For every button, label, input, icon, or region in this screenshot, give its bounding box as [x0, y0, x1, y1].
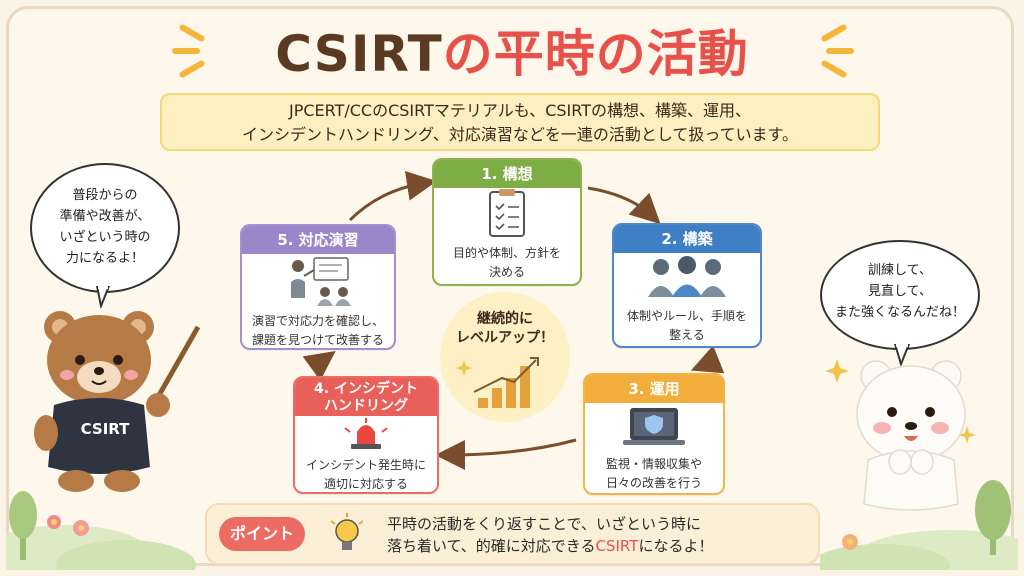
- white-bear-mascot-icon: [825, 359, 976, 511]
- intro-line2: インシデントハンドリング、対応演習などを一連の活動として扱っています。: [241, 125, 798, 144]
- intro-box: JPCERT/CCのCSIRTマテリアルも、CSIRTの構想、構築、運用、 イン…: [160, 93, 880, 151]
- step-1-desc-line1: 目的や体制、方針を: [452, 246, 561, 260]
- point-line2: 落ち着いて、的確に対応できるCSIRTになるよ！: [387, 535, 807, 557]
- step-card-3: 3. 運用 監視・情報収集や 日々の改善を行う: [583, 373, 725, 495]
- step-4-title-line2: ハンドリング: [324, 398, 408, 414]
- left-speech-bubble: 普段からの 準備や改善が、 いざという時の 力になるよ！: [30, 163, 180, 293]
- step-3-desc-line1: 監視・情報収集や: [605, 457, 702, 471]
- arrow-5-to-1: [348, 170, 437, 222]
- page-title: CSIRTの平時の活動: [0, 14, 1024, 86]
- step-card-5: 5. 対応演習 演習で対応力を確認し、 課題を見つけて改善する: [240, 224, 396, 350]
- left-bush-decoration: [6, 491, 196, 570]
- laptop-shield-icon: [623, 408, 685, 445]
- point-tag: ポイント: [219, 517, 305, 551]
- step-4-desc-line1: インシデント発生時に: [305, 458, 426, 472]
- right-speech-bubble: 訓練して、 見直して、 また強くなるんだね！: [820, 240, 980, 350]
- step-5-desc-line1: 演習で対応力を確認し、: [251, 314, 384, 328]
- step-2-desc-line2: 整える: [669, 328, 705, 342]
- arrow-1-to-2: [587, 186, 661, 225]
- left-bubble-tail: [95, 286, 111, 308]
- step-1-title: 1. 構想: [434, 160, 580, 188]
- center-line1: 継続的に: [477, 311, 533, 327]
- title-sparkle-icon: [172, 48, 200, 54]
- step-3-title: 3. 運用: [585, 375, 723, 403]
- point-box: ポイント 平時の活動をくり返すことで、いざという時に 落ち着いて、的確に対応でき…: [205, 503, 820, 565]
- right-bush-decoration: [820, 480, 1018, 570]
- arrow-2-to-3: [690, 345, 725, 374]
- step-card-1: 1. 構想 目的や体制、方針を 決める: [432, 158, 582, 286]
- center-line2: レベルアップ！: [456, 330, 554, 346]
- step-card-2: 2. 構築 体制やルール、手順を 整える: [612, 223, 762, 348]
- siren-alarm-icon: [344, 418, 388, 449]
- title-part2: の平時の活動: [442, 25, 749, 83]
- point-line1: 平時の活動をくり返すことで、いざという時に: [387, 515, 701, 533]
- point-line2-a: 落ち着いて、的確に対応できる: [387, 537, 596, 555]
- step-4-title-line1: 4. インシデント: [314, 381, 418, 397]
- step-1-desc-line2: 決める: [488, 265, 525, 279]
- growth-bar-chart-icon: [456, 357, 539, 408]
- clipboard-checklist-icon: [489, 189, 525, 237]
- title-sparkle-icon: [826, 48, 854, 54]
- arrow-3-to-4: [435, 438, 577, 470]
- left-bubble-line4: 力になるよ！: [65, 251, 144, 266]
- step-card-4: 4. インシデント ハンドリング インシデント発生時に 適切に対応する: [293, 376, 439, 494]
- arrow-4-to-5: [302, 350, 336, 381]
- step-3-desc-line2: 日々の改善を行う: [605, 476, 702, 490]
- team-people-icon: [648, 256, 726, 297]
- step-5-title: 5. 対応演習: [242, 226, 394, 254]
- right-bubble-line2: 見直して、: [868, 284, 932, 299]
- step-5-desc-line2: 課題を見つけて改善する: [251, 333, 384, 347]
- brown-bear-mascot-icon: [34, 311, 200, 492]
- bear-shirt-label: CSIRT: [80, 420, 130, 438]
- center-level-up: 継続的に レベルアップ！: [440, 292, 570, 422]
- left-bubble-line1: 普段からの: [72, 188, 138, 203]
- step-4-desc-line2: 適切に対応する: [323, 477, 408, 491]
- left-bubble-line2: 準備や改善が、: [59, 209, 151, 224]
- point-line2-highlight: CSIRT: [595, 537, 639, 555]
- right-bubble-tail: [893, 344, 911, 366]
- left-bubble-line3: いざという時の: [59, 230, 151, 245]
- step-4-title: 4. インシデント ハンドリング: [295, 378, 437, 416]
- step-2-title: 2. 構築: [614, 225, 760, 253]
- point-line2-c: になるよ！: [638, 537, 714, 555]
- title-part1: CSIRT: [275, 25, 443, 83]
- right-bubble-line1: 訓練して、: [868, 263, 932, 278]
- intro-line1: JPCERT/CCのCSIRTマテリアルも、CSIRTの構想、構築、運用、: [288, 101, 752, 120]
- right-bubble-line3: また強くなるんだね！: [834, 305, 965, 320]
- step-2-desc-line1: 体制やルール、手順を: [626, 309, 747, 323]
- lightbulb-icon: [330, 513, 364, 550]
- presentation-training-icon: [291, 257, 351, 306]
